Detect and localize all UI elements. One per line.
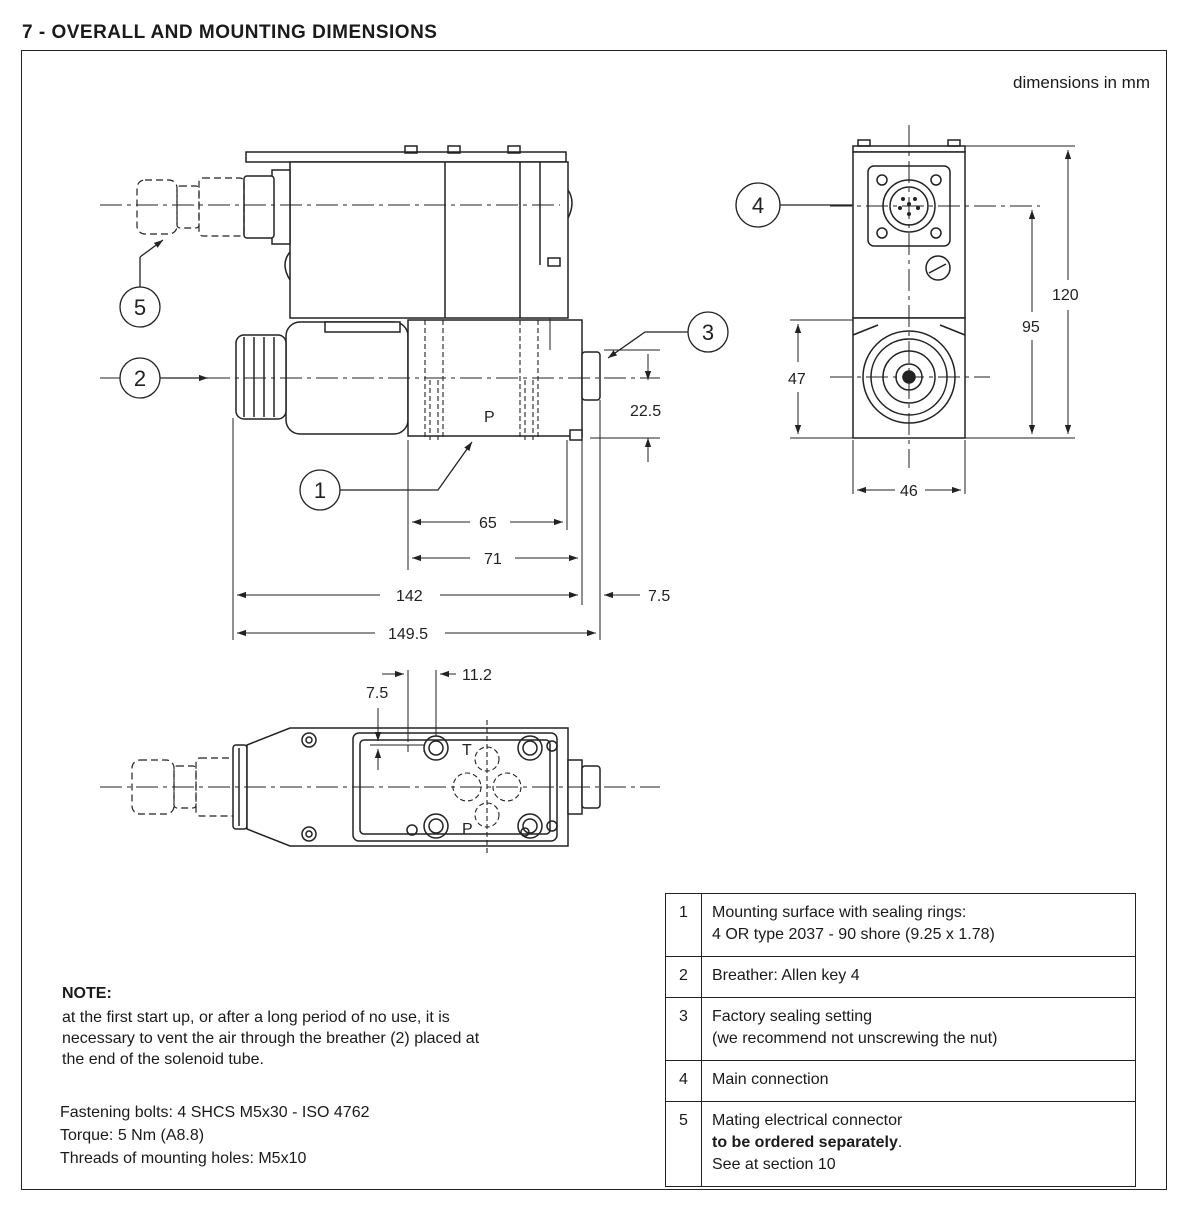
- dim-95: 95: [1022, 319, 1040, 336]
- dim-11-2: 11.2: [462, 667, 492, 684]
- top-view-dimensions: [374, 670, 456, 770]
- sealing-nut: [581, 351, 601, 401]
- dim-71: 71: [484, 551, 502, 568]
- note-heading: NOTE:: [62, 985, 112, 1002]
- legend-text: Factory sealing setting (we recommend no…: [701, 997, 1136, 1061]
- legend-number: 4: [665, 1060, 702, 1102]
- legend-text: Breather: Allen key 4: [701, 956, 1136, 998]
- legend-text: Mounting surface with sealing rings: 4 O…: [701, 893, 1136, 957]
- dim-7-5-top: 7.5: [366, 685, 388, 702]
- note-body: at the first start up, or after a long p…: [62, 1009, 480, 1068]
- end-view-dimension-labels: 120 95 47 46: [788, 287, 1079, 500]
- legend-text: Main connection: [701, 1060, 1136, 1102]
- svg-text:1: 1: [314, 478, 326, 503]
- legend-number: 1: [665, 893, 702, 957]
- dim-65: 65: [479, 515, 497, 532]
- end-view-dimensions: [794, 150, 1072, 494]
- end-view: [790, 125, 1075, 494]
- svg-text:5: 5: [134, 295, 146, 320]
- dim-142: 142: [396, 588, 423, 605]
- side-view-dimensions: [237, 354, 652, 637]
- callout-2: [119, 357, 161, 399]
- port-label-p-top: P: [462, 821, 473, 838]
- callout-5: [119, 286, 161, 328]
- svg-text:4: 4: [752, 193, 764, 218]
- legend-text: Mating electrical connector to be ordere…: [701, 1101, 1136, 1187]
- svg-text:3: 3: [702, 320, 714, 345]
- units-note: dimensions in mm: [1013, 73, 1150, 92]
- legend-row: 5 Mating electrical connector to be orde…: [665, 1101, 1136, 1187]
- side-view: [100, 145, 660, 640]
- top-view: [100, 670, 660, 855]
- legend-row: 1 Mounting surface with sealing rings: 4…: [665, 893, 1136, 957]
- svg-text:2: 2: [134, 366, 146, 391]
- dim-149-5: 149.5: [388, 626, 428, 643]
- port-label-t-top: T: [462, 742, 472, 759]
- callouts: [119, 182, 862, 511]
- side-view-dimension-labels: 22.5 65 71 142 7.5 149.5 P: [388, 403, 670, 643]
- legend-number: 5: [665, 1101, 702, 1187]
- dim-47: 47: [788, 371, 806, 388]
- fastening-bolts: Fastening bolts: 4 SHCS M5x30 - ISO 4762: [60, 1104, 370, 1121]
- dim-7-5-side: 7.5: [648, 588, 670, 605]
- dim-22-5: 22.5: [630, 403, 661, 420]
- drawing-frame: [21, 50, 1167, 1190]
- page-title: 7 - OVERALL AND MOUNTING DIMENSIONS: [22, 22, 438, 43]
- callout-1: [299, 469, 341, 511]
- legend-number: 3: [665, 997, 702, 1061]
- legend-row: 4 Main connection: [665, 1060, 1136, 1102]
- legend-table: 1 Mounting surface with sealing rings: 4…: [665, 893, 1136, 1187]
- electronics-housing: [289, 161, 569, 319]
- top-view-dimension-labels: 11.2 7.5 T P: [366, 667, 492, 838]
- legend-number: 2: [665, 956, 702, 998]
- callout-4: [735, 182, 781, 228]
- mounting-threads: Threads of mounting holes: M5x10: [60, 1150, 307, 1167]
- callout-labels: 5 2 3 1 4: [134, 193, 764, 503]
- dim-46: 46: [900, 483, 918, 500]
- callout-3: [687, 311, 729, 353]
- fastening-info: Fastening bolts: 4 SHCS M5x30 - ISO 4762…: [60, 1101, 369, 1170]
- legend-row: 2 Breather: Allen key 4: [665, 956, 1136, 998]
- port-label-p-side: P: [484, 409, 495, 426]
- fastening-torque: Torque: 5 Nm (A8.8): [60, 1127, 205, 1144]
- legend-row: 3 Factory sealing setting (we recommend …: [665, 997, 1136, 1061]
- dim-120: 120: [1052, 287, 1079, 304]
